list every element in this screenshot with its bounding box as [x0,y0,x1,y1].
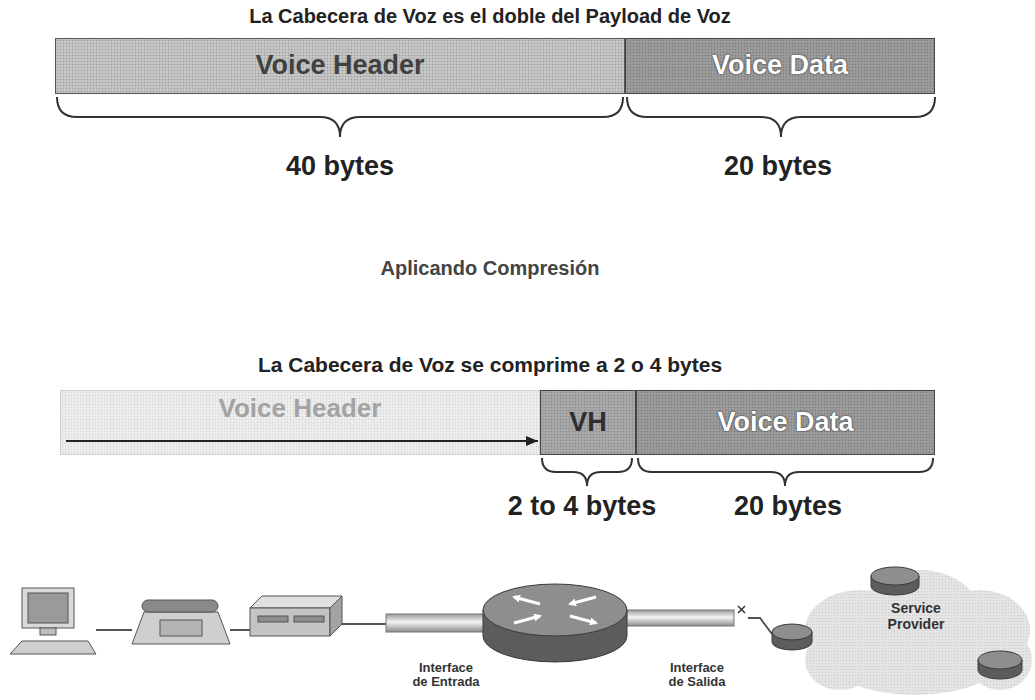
compressed-header-band: Voice Header [60,390,540,455]
switch-icon [250,596,342,608]
port-mark [738,606,745,613]
voice-data-box: Voice Data [636,390,935,455]
bracket [57,97,935,486]
router-icon [514,616,540,623]
cable [342,623,386,625]
switch-icon [250,608,330,636]
computer-icon [40,628,56,635]
switch-icon [258,616,288,622]
router-icon [514,597,540,604]
cable [230,629,250,631]
node-text: Voice Data [717,407,853,438]
port-mark [738,606,745,613]
computer-icon [10,588,96,654]
size-label: 2 to 4 bytes [508,492,657,522]
router-icon [483,610,627,662]
bracket [627,97,935,137]
router-icon [772,567,1022,679]
phone-icon [132,612,230,644]
input-interface [386,614,486,632]
computer-icon [10,641,96,654]
provider-cloud: Service Provider [800,560,1032,698]
router-icon [483,584,627,636]
phone-icon [132,600,230,644]
router-icon [978,651,1022,669]
switch-icon [250,596,342,636]
computer-icon [22,588,74,628]
bracket [57,97,623,137]
compression-arrow [66,440,538,442]
computer-icon [28,593,68,623]
cloud-shape [968,630,1032,690]
router-icon [871,576,919,595]
port-mark [738,606,745,613]
interface-label: Interface de Salida [661,661,733,690]
bracket [638,458,933,486]
interface-label: Interface de Entrada [410,661,482,690]
node-text: Voice Data [712,50,848,81]
switch-icon [294,616,324,622]
router-icon [483,584,627,662]
switch-icon [330,596,342,636]
router-icon [570,616,596,623]
node-text: Voice Header [219,394,382,424]
router-icon [772,624,812,640]
section-heading: La Cabecera de Voz se comprime a 2 o 4 b… [258,353,722,376]
router-icon [570,597,596,604]
router-icon [514,597,596,623]
phone-icon [160,620,202,636]
node-text: Voice Header [255,50,424,81]
cloud-shape [805,630,875,690]
compressed-header-box: VH [540,390,636,455]
diagram-title: La Cabecera de Voz es el doble del Paylo… [249,5,731,28]
voice-header-box: Voice Header [55,38,625,94]
router-icon [978,660,1022,679]
size-label: 20 bytes [724,152,832,182]
node-text: Service Provider [869,600,964,632]
bracket [542,458,632,486]
size-label: 40 bytes [286,152,394,182]
output-interface [626,610,734,626]
size-label: 20 bytes [734,492,842,522]
section-heading: Aplicando Compresión [381,257,600,279]
router-icon [871,567,919,585]
cable [96,618,772,634]
voice-data-box: Voice Data [625,38,935,94]
cable [96,629,132,631]
phone-icon [142,600,218,612]
node-text: VH [569,407,607,438]
cable [748,618,772,634]
router-icon [772,632,812,650]
